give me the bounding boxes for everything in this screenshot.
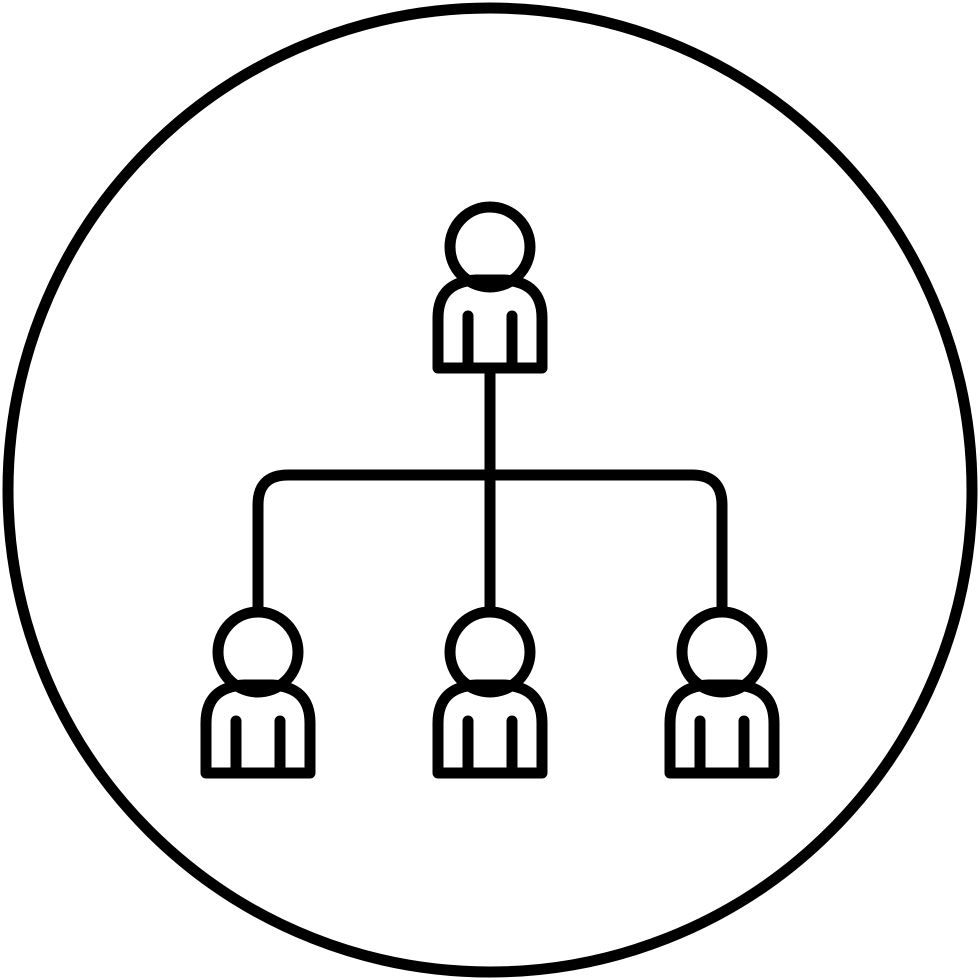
right-person-body [664, 679, 780, 779]
right-person-icon [664, 606, 780, 779]
top-person-body [432, 274, 548, 374]
connector-lines [252, 364, 728, 618]
right-person-head [676, 606, 768, 698]
left-person-icon [200, 606, 316, 779]
center-person-body [432, 679, 548, 779]
top-person-head [444, 201, 536, 293]
center-person-head [444, 606, 536, 698]
left-person-body [200, 679, 316, 779]
center-person-icon [432, 606, 548, 779]
top-person-icon [432, 201, 548, 374]
left-person-head [212, 606, 304, 698]
branch-bar-line [252, 469, 728, 618]
